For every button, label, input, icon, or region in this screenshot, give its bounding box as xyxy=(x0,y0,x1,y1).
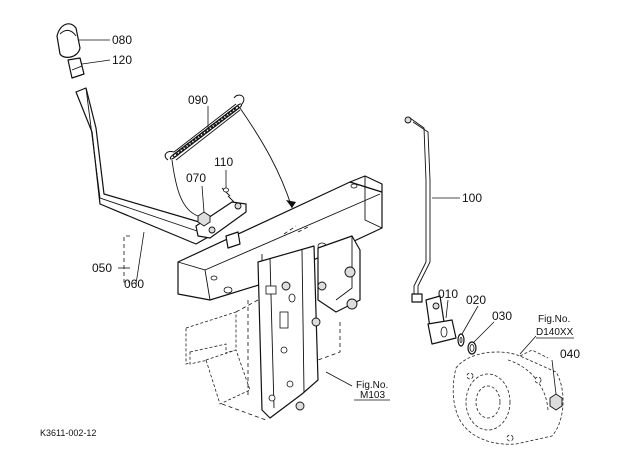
housing-d140xx-ghost xyxy=(452,349,564,445)
rod-100 xyxy=(404,116,431,303)
drawing-code: K3611-002-12 xyxy=(40,428,96,438)
label-010: 010 xyxy=(438,287,458,301)
knob-080 xyxy=(56,23,81,58)
ref-d140-line2: D140XX xyxy=(536,327,574,338)
label-120: 120 xyxy=(112,53,132,67)
bolt-040 xyxy=(549,393,563,411)
ref-m103-line2: M103 xyxy=(360,390,385,401)
leader-lines xyxy=(78,39,574,401)
label-030: 030 xyxy=(492,309,512,323)
spring-coil xyxy=(184,141,193,149)
lever-060 xyxy=(75,87,211,245)
frame-assembly xyxy=(177,175,383,421)
ref-m103-line1: Fig.No. xyxy=(356,380,388,391)
part-labels: 080 120 090 110 070 100 050 060 010 020 … xyxy=(92,33,580,361)
label-060: 060 xyxy=(124,277,144,291)
label-090: 090 xyxy=(188,93,208,107)
label-070: 070 xyxy=(186,171,206,185)
label-020: 020 xyxy=(466,293,486,307)
ring-030 xyxy=(467,341,477,355)
ref-d140-line1: Fig.No. xyxy=(538,314,570,325)
label-080: 080 xyxy=(112,33,132,47)
reference-labels: Fig.No. M103 Fig.No. D140XX xyxy=(356,314,574,401)
pin-110 xyxy=(221,187,235,203)
spring-coil xyxy=(216,116,225,124)
washer-020 xyxy=(457,333,465,347)
spring-coil xyxy=(233,103,243,111)
label-100: 100 xyxy=(462,191,482,205)
label-050: 050 xyxy=(92,261,112,275)
label-040: 040 xyxy=(560,347,580,361)
spring-090 xyxy=(164,94,245,161)
label-110: 110 xyxy=(214,155,233,169)
joint-010 xyxy=(425,295,457,345)
grip-120 xyxy=(67,57,85,79)
pivot-bracket xyxy=(195,201,247,249)
